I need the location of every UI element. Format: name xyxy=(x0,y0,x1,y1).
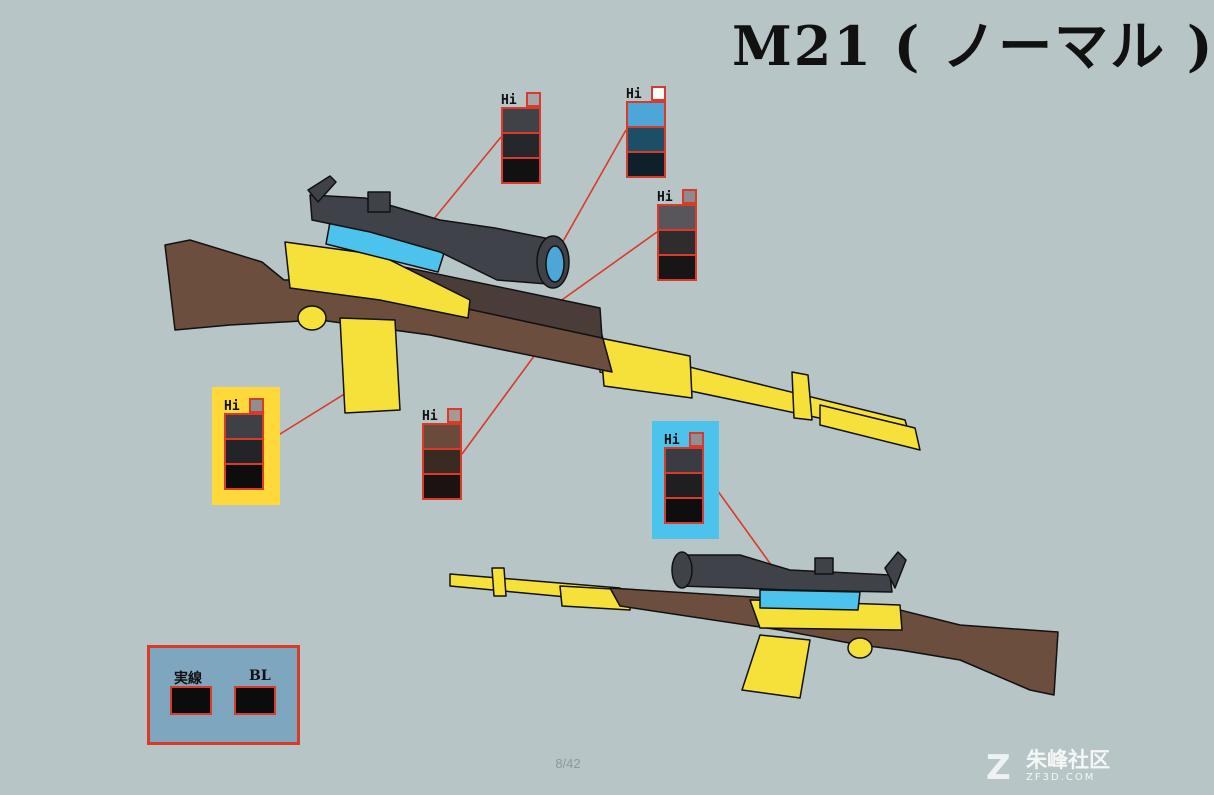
hi-label: Hi xyxy=(422,409,438,424)
swatch-group-scope: Hi xyxy=(501,92,541,184)
hi-swatch xyxy=(682,189,697,204)
hi-label: Hi xyxy=(501,93,517,108)
hi-swatch xyxy=(689,432,704,447)
hi-label: Hi xyxy=(657,190,673,205)
color-swatch xyxy=(501,107,541,134)
swatch-group-mount: Hi xyxy=(664,432,704,524)
watermark-logo-icon: Z xyxy=(986,748,1011,788)
hi-row: Hi xyxy=(657,189,697,206)
hi-row: Hi xyxy=(422,408,462,425)
color-swatch xyxy=(664,497,704,524)
legend-line-label: 実線 xyxy=(174,671,202,687)
hi-row: Hi xyxy=(664,432,704,449)
color-swatch xyxy=(501,157,541,184)
swatch-group-stock: Hi xyxy=(422,408,462,500)
watermark-sub: ZF3D.COM xyxy=(1026,772,1096,783)
color-swatch xyxy=(657,229,697,256)
color-swatch xyxy=(224,438,264,465)
hi-label: Hi xyxy=(224,399,240,414)
hi-swatch xyxy=(249,398,264,413)
hi-label: Hi xyxy=(664,433,680,448)
swatch-group-lens: Hi xyxy=(626,86,666,178)
hi-label: Hi xyxy=(626,87,642,102)
swatch-group-metal: Hi xyxy=(224,398,264,490)
swatch-group-handguard: Hi xyxy=(657,189,697,281)
color-swatch xyxy=(664,447,704,474)
color-swatch xyxy=(626,126,666,153)
color-swatch xyxy=(224,463,264,490)
color-swatch xyxy=(657,204,697,231)
legend-bl-swatch xyxy=(234,686,276,715)
color-swatch xyxy=(626,101,666,128)
page-title: M21 ( ノーマル ) xyxy=(732,14,1214,78)
color-swatch xyxy=(501,132,541,159)
legend-line-swatch xyxy=(170,686,212,715)
rifle-illustration xyxy=(164,129,1059,699)
color-swatch xyxy=(422,423,462,450)
watermark-main: 朱峰社区 xyxy=(1026,748,1110,772)
hi-row: Hi xyxy=(501,92,541,109)
line-legend: 実線 BL xyxy=(147,645,300,745)
rifle-lower xyxy=(449,551,1059,699)
hi-swatch xyxy=(526,92,541,107)
legend-bl-label: BL xyxy=(249,668,271,684)
page-indicator: 8/42 xyxy=(555,756,581,771)
hi-row: Hi xyxy=(224,398,264,415)
color-swatch xyxy=(422,473,462,500)
rifle-upper xyxy=(164,175,921,451)
watermark: Z 朱峰社区 ZF3D.COM xyxy=(986,748,1110,788)
hi-swatch xyxy=(447,408,462,423)
hi-swatch xyxy=(651,86,666,101)
color-swatch xyxy=(657,254,697,281)
color-swatch xyxy=(224,413,264,440)
color-swatch xyxy=(422,448,462,475)
hi-row: Hi xyxy=(626,86,666,103)
color-swatch xyxy=(626,151,666,178)
color-swatch xyxy=(664,472,704,499)
